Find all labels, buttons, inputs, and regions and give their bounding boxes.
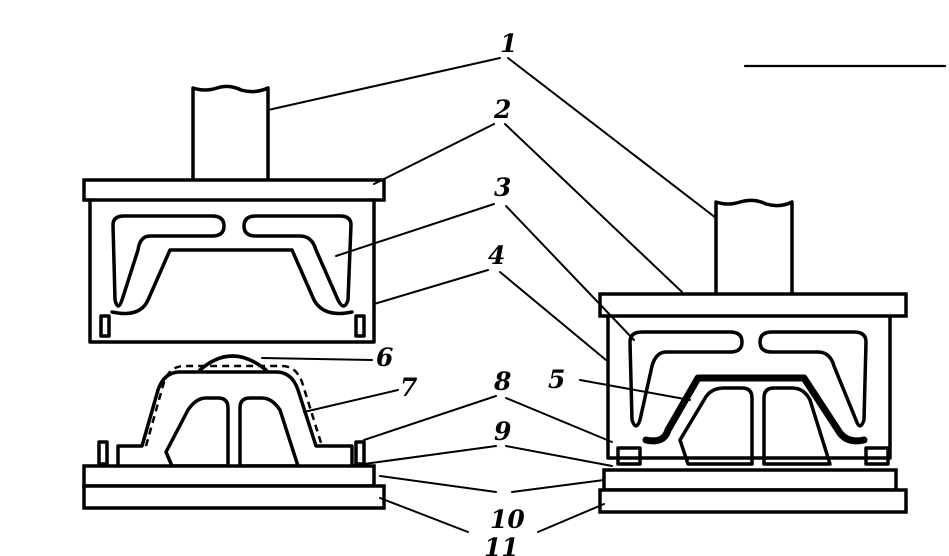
label-5: 5 — [548, 365, 565, 394]
label-9: 9 — [494, 417, 511, 446]
left-lower-mold — [82, 354, 386, 510]
left-upper-mold — [88, 198, 376, 344]
right-lower-mold — [598, 374, 908, 514]
leader-lines — [261, 57, 717, 533]
label-7: 7 — [400, 373, 418, 402]
right-upper-mold — [606, 314, 892, 460]
label-11: 11 — [484, 533, 519, 556]
label-4: 4 — [488, 241, 505, 270]
film-line — [144, 364, 352, 448]
left-assembly — [82, 84, 386, 510]
left-press-ram — [191, 84, 270, 182]
label-8: 8 — [493, 367, 511, 396]
part-labels: 1 2 3 4 5 6 7 8 9 10 11 — [376, 29, 565, 556]
left-top-platen — [82, 178, 386, 202]
right-assembly — [598, 64, 947, 514]
label-10: 10 — [490, 505, 525, 534]
label-1: 1 — [500, 29, 517, 58]
label-2: 2 — [493, 95, 511, 124]
label-3: 3 — [494, 173, 511, 202]
right-press-ram — [714, 198, 794, 296]
right-top-platen — [598, 292, 908, 318]
blank-sheet — [198, 354, 268, 372]
label-6: 6 — [376, 343, 393, 372]
